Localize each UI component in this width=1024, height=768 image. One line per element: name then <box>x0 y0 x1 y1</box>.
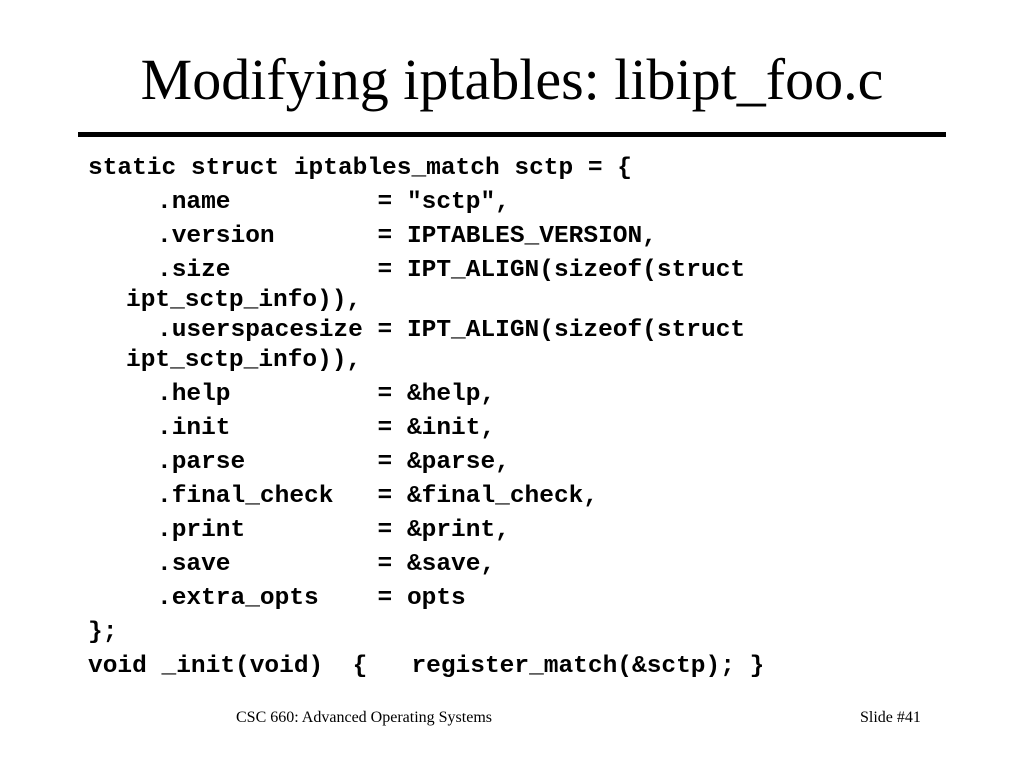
code-line: .size = IPT_ALIGN(sizeof(struct <box>157 257 746 284</box>
title-underline <box>78 132 946 137</box>
code-line: .init = &init, <box>157 415 496 442</box>
code-line: ipt_sctp_info)), <box>126 287 362 314</box>
code-line: .userspacesize = IPT_ALIGN(sizeof(struct <box>157 317 746 344</box>
code-line: }; <box>88 619 118 646</box>
code-line: .parse = &parse, <box>157 449 510 476</box>
code-line: .save = &save, <box>157 551 496 578</box>
code-line: .help = &help, <box>157 381 496 408</box>
footer-slide-number: Slide #41 <box>860 709 921 726</box>
code-line: .print = &print, <box>157 517 510 544</box>
code-line: .final_check = &final_check, <box>157 483 599 510</box>
code-block: static struct iptables_match sctp = { .n… <box>0 0 764 680</box>
code-line: .version = IPTABLES_VERSION, <box>157 223 657 250</box>
code-line: .extra_opts = opts <box>157 585 466 612</box>
code-line: static struct iptables_match sctp = { <box>88 155 632 182</box>
code-line: void _init(void) { register_match(&sctp)… <box>88 653 765 680</box>
code-line: ipt_sctp_info)), <box>126 347 362 374</box>
footer-course-name: CSC 660: Advanced Operating Systems <box>236 709 492 726</box>
code-line: .name = "sctp", <box>157 189 510 216</box>
slide-title: Modifying iptables: libipt_foo.c <box>140 47 884 112</box>
